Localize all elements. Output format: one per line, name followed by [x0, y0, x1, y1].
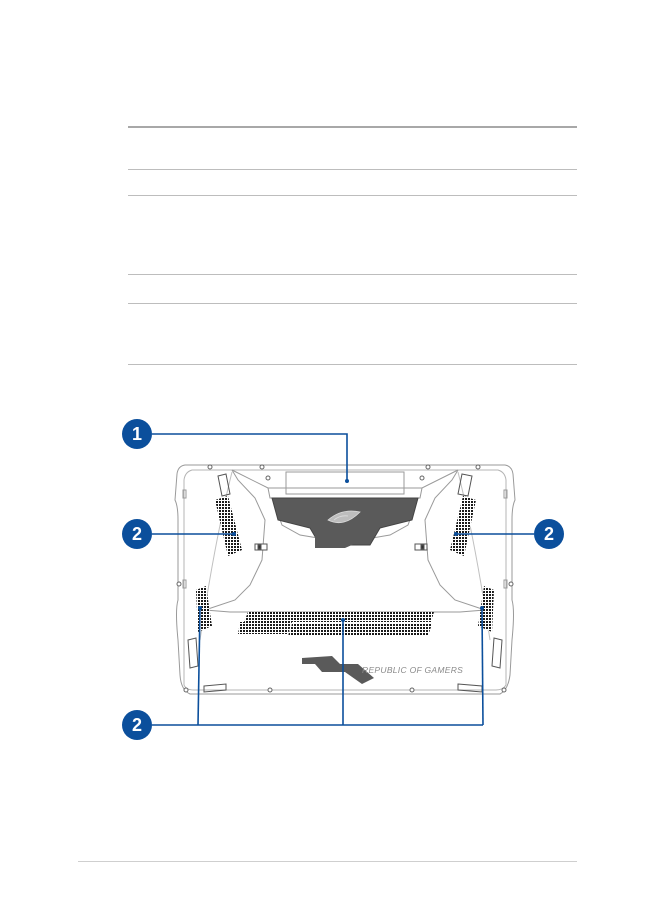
callout-2-bottom: 2	[122, 710, 152, 740]
table-rule	[128, 169, 577, 170]
rog-logo-icon	[327, 510, 361, 524]
table-rule	[128, 274, 577, 275]
vent-center-bottom	[288, 624, 432, 636]
callout-1: 1	[122, 419, 152, 449]
callout-number: 2	[132, 524, 142, 544]
footer-rule	[78, 861, 577, 862]
air-vents	[196, 496, 494, 636]
table-rule-top	[128, 126, 577, 128]
screw-holes	[176, 464, 514, 693]
callout-2-left: 2	[122, 519, 152, 549]
brand-emblem: REPUBLIC OF GAMERS	[302, 656, 463, 684]
table-rule	[128, 303, 577, 304]
vent-center-top	[244, 612, 434, 622]
table-rule	[128, 195, 577, 196]
callout-number: 1	[132, 424, 142, 444]
vent-center-mid	[238, 622, 292, 634]
latches	[254, 543, 428, 551]
vent-upper-right	[450, 496, 476, 556]
brand-text: REPUBLIC OF GAMERS	[362, 665, 463, 675]
table-rule	[128, 364, 577, 365]
callout-number: 2	[132, 715, 142, 735]
callout-lines	[152, 433, 534, 726]
feet	[187, 473, 503, 693]
callout-number: 2	[544, 524, 554, 544]
label-plate	[271, 471, 419, 548]
vent-upper-left	[215, 496, 242, 556]
callout-2-right: 2	[534, 519, 564, 549]
callout-dots	[198, 479, 484, 622]
